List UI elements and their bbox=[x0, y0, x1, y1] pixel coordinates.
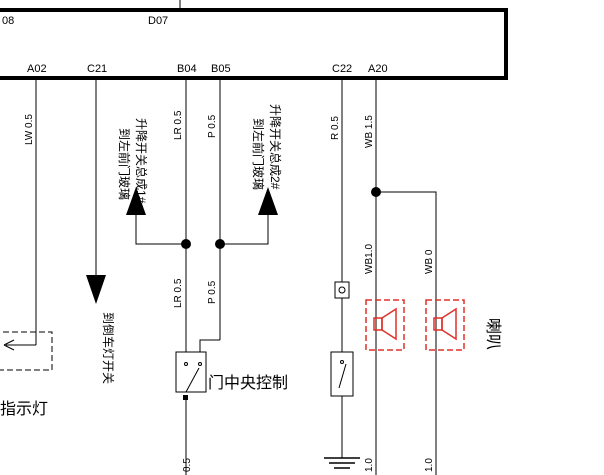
wire-label-horn-2: WB 0 bbox=[424, 249, 435, 274]
module-outline bbox=[0, 8, 508, 80]
module-left-label: 08 bbox=[2, 15, 14, 27]
horn-2-icon bbox=[425, 299, 465, 351]
wire-label-b04-lower: LR 0.5 bbox=[173, 278, 184, 308]
c22-connector-icon bbox=[338, 286, 346, 294]
pin-a20: A20 bbox=[368, 63, 388, 75]
glass-switch-2-note-line1: 到左前门玻璃 bbox=[251, 118, 266, 190]
wire-label-c22: R 0.5 bbox=[330, 116, 341, 140]
wire-label-bottom-left: 0.5 bbox=[182, 458, 193, 472]
control-module: 08 D07 A02 C21 B04 B05 C22 A20 bbox=[0, 0, 508, 80]
lock-switch-terminal bbox=[183, 395, 188, 400]
backup-light-switch-note: 到倒车灯开关 bbox=[101, 312, 116, 384]
branch-to-switch-2 bbox=[220, 212, 269, 245]
glass-switch-1-note-line2: 升降开关总成1# bbox=[134, 118, 148, 204]
indicator-light-label: 指示灯 bbox=[0, 400, 48, 418]
wire-label-b05-lower: P 0.5 bbox=[207, 280, 218, 304]
horn-1-icon bbox=[365, 299, 405, 351]
switch-2-arrowhead bbox=[258, 187, 278, 215]
c22-switch-contact bbox=[340, 360, 344, 364]
pin-c22: C22 bbox=[332, 63, 352, 75]
lock-switch-contact-top bbox=[184, 362, 188, 366]
pin-a02: A02 bbox=[27, 63, 47, 75]
wire-label-b04-upper: LR 0.5 bbox=[173, 110, 184, 140]
b04-b05-circuit: LR 0.5 P 0.5 LR 0.5 P 0.5 到左前门玻璃 升降开关总成1… bbox=[117, 80, 288, 475]
wire-label-bottom-horn-1: 1.0 bbox=[364, 458, 375, 472]
lock-switch-blade bbox=[185, 367, 200, 393]
c21-arrowhead bbox=[86, 275, 106, 304]
c22-switch-blade bbox=[338, 363, 347, 389]
central-lock-control-label: 门中央控制 bbox=[208, 374, 288, 392]
central-lock-switch-box bbox=[175, 351, 207, 393]
indicator-arrowhead bbox=[3, 339, 15, 351]
c22-connector-box bbox=[334, 281, 350, 299]
pin-b05: B05 bbox=[211, 63, 231, 75]
branch-to-horn-2 bbox=[376, 191, 437, 475]
wire-label-a20: WB 1.5 bbox=[364, 115, 375, 148]
switch-1-arrowhead bbox=[126, 187, 146, 215]
lock-switch-contact-right bbox=[198, 362, 202, 366]
c21-circuit: 到倒车灯开关 bbox=[86, 80, 116, 384]
module-top-label: D07 bbox=[148, 15, 168, 27]
pin-b04: B04 bbox=[177, 63, 197, 75]
branch-to-switch-1 bbox=[135, 212, 186, 245]
wire-label-b05-upper: P 0.5 bbox=[207, 114, 218, 138]
a02-circuit: LW 0.5 指示灯 bbox=[0, 80, 53, 418]
horn-label: 喇叭 bbox=[484, 318, 502, 350]
indicator-light-box bbox=[0, 331, 53, 371]
wire-label-a02: LW 0.5 bbox=[24, 114, 35, 145]
c22-switch-box bbox=[330, 351, 354, 397]
pin-c21: C21 bbox=[87, 63, 107, 75]
glass-switch-1-note-line1: 到左前门玻璃 bbox=[117, 128, 132, 200]
wire-label-horn-1: WB1.0 bbox=[364, 244, 375, 274]
b05-to-lock-switch bbox=[199, 339, 220, 352]
a20-horn-circuit: WB 1.5 WB1.0 WB 0 1.0 1.0 喇叭 bbox=[364, 80, 502, 475]
c22-circuit: R 0.5 bbox=[324, 80, 360, 469]
glass-switch-2-note-line2: 升降开关总成2# bbox=[268, 104, 282, 190]
wire-label-bottom-horn-2: 1.0 bbox=[424, 458, 435, 472]
